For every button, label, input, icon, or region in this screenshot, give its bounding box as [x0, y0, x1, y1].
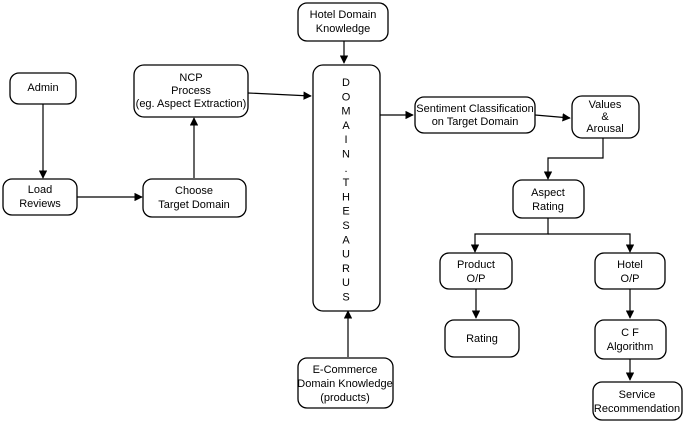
node-ecommerce-domain-knowledge: E-Commerce Domain Knowledge (products)	[297, 357, 394, 409]
node-choose-target-domain-line-0: Choose	[175, 185, 213, 197]
node-load-reviews: Load Reviews	[2, 178, 78, 216]
node-aspect-rating: Aspect Rating	[512, 179, 585, 219]
edge-aspect-to-product	[470, 218, 549, 253]
edge-ncp-to-thesaurus	[247, 91, 312, 100]
thesaurus-letter: R	[342, 263, 350, 275]
node-service-recommendation-line-0: Service	[619, 389, 656, 401]
node-values-arousal: Values & Arousal	[571, 95, 640, 139]
node-ncp-process-line-2: (eg. Aspect Extraction)	[136, 98, 247, 110]
thesaurus-letter: H	[342, 191, 350, 203]
node-ncp-process: NCP Process (eg. Aspect Extraction)	[133, 64, 249, 118]
node-hotel-domain-knowledge-line-1: Knowledge	[316, 23, 370, 35]
node-aspect-rating-line-0: Aspect	[531, 187, 565, 199]
edges	[38, 41, 635, 381]
node-ecommerce-domain-knowledge-line-1: Domain Knowledge	[297, 378, 392, 390]
node-aspect-rating-line-1: Rating	[532, 201, 564, 213]
node-hotel-op-line-0: Hotel	[617, 259, 643, 271]
node-hotel-op-line-1: O/P	[621, 273, 640, 285]
node-hotel-domain-knowledge-line-0: Hotel Domain	[310, 9, 377, 21]
node-service-recommendation-line-1: Recommendation	[594, 403, 680, 415]
thesaurus-letter: N	[342, 149, 350, 161]
node-choose-target-domain: Choose Target Domain	[142, 178, 247, 218]
thesaurus-letter: S	[342, 292, 349, 304]
thesaurus-letter: A	[342, 120, 350, 132]
node-rating: Rating	[444, 319, 520, 358]
node-hotel-op: Hotel O/P	[594, 252, 666, 290]
node-cf-algorithm: C F Algorithm	[594, 319, 667, 360]
node-sentiment-classification: Sentiment Classification on Target Domai…	[414, 96, 536, 134]
node-cf-algorithm-line-1: Algorithm	[607, 341, 653, 353]
node-cf-algorithm-line-0: C F	[621, 327, 639, 339]
thesaurus-letter: .	[344, 163, 347, 175]
node-sentiment-classification-line-1: on Target Domain	[432, 116, 519, 128]
thesaurus-letter: U	[342, 277, 350, 289]
node-ncp-process-line-0: NCP	[179, 72, 202, 84]
node-admin: Admin	[9, 72, 77, 105]
node-values-arousal-line-2: Arousal	[586, 123, 623, 135]
thesaurus-letter: I	[344, 134, 347, 146]
thesaurus-letter: D	[342, 77, 350, 89]
node-rating-line-0: Rating	[466, 333, 498, 345]
node-service-recommendation: Service Recommendation	[592, 381, 683, 421]
node-hotel-domain-knowledge: Hotel Domain Knowledge	[297, 2, 389, 42]
node-load-reviews-line-0: Load	[28, 184, 52, 196]
thesaurus-letter: M	[341, 106, 350, 118]
node-ncp-process-line-1: Process	[171, 85, 211, 97]
edge-values-to-aspect	[543, 138, 604, 180]
thesaurus-letter: O	[342, 91, 351, 103]
thesaurus-letter: T	[343, 177, 350, 189]
thesaurus-letter: A	[342, 234, 350, 246]
node-product-op-line-1: O/P	[467, 273, 486, 285]
node-choose-target-domain-line-1: Target Domain	[158, 199, 230, 211]
node-values-arousal-line-0: Values	[589, 99, 622, 111]
node-product-op: Product O/P	[439, 252, 513, 290]
thesaurus-letter: S	[342, 220, 349, 232]
edge-sentiment-to-values	[534, 113, 571, 122]
thesaurus-letter: U	[342, 249, 350, 261]
node-admin-line-0: Admin	[27, 82, 58, 94]
thesaurus-letter: E	[342, 206, 349, 218]
edge-aspect-to-hotel-op	[548, 233, 635, 253]
node-ecommerce-domain-knowledge-line-2: (products)	[320, 392, 370, 404]
node-product-op-line-0: Product	[457, 259, 495, 271]
node-values-arousal-line-1: &	[601, 111, 609, 123]
node-ecommerce-domain-knowledge-line-0: E-Commerce	[313, 364, 378, 376]
node-sentiment-classification-line-0: Sentiment Classification	[416, 103, 533, 115]
node-load-reviews-line-1: Reviews	[19, 198, 61, 210]
